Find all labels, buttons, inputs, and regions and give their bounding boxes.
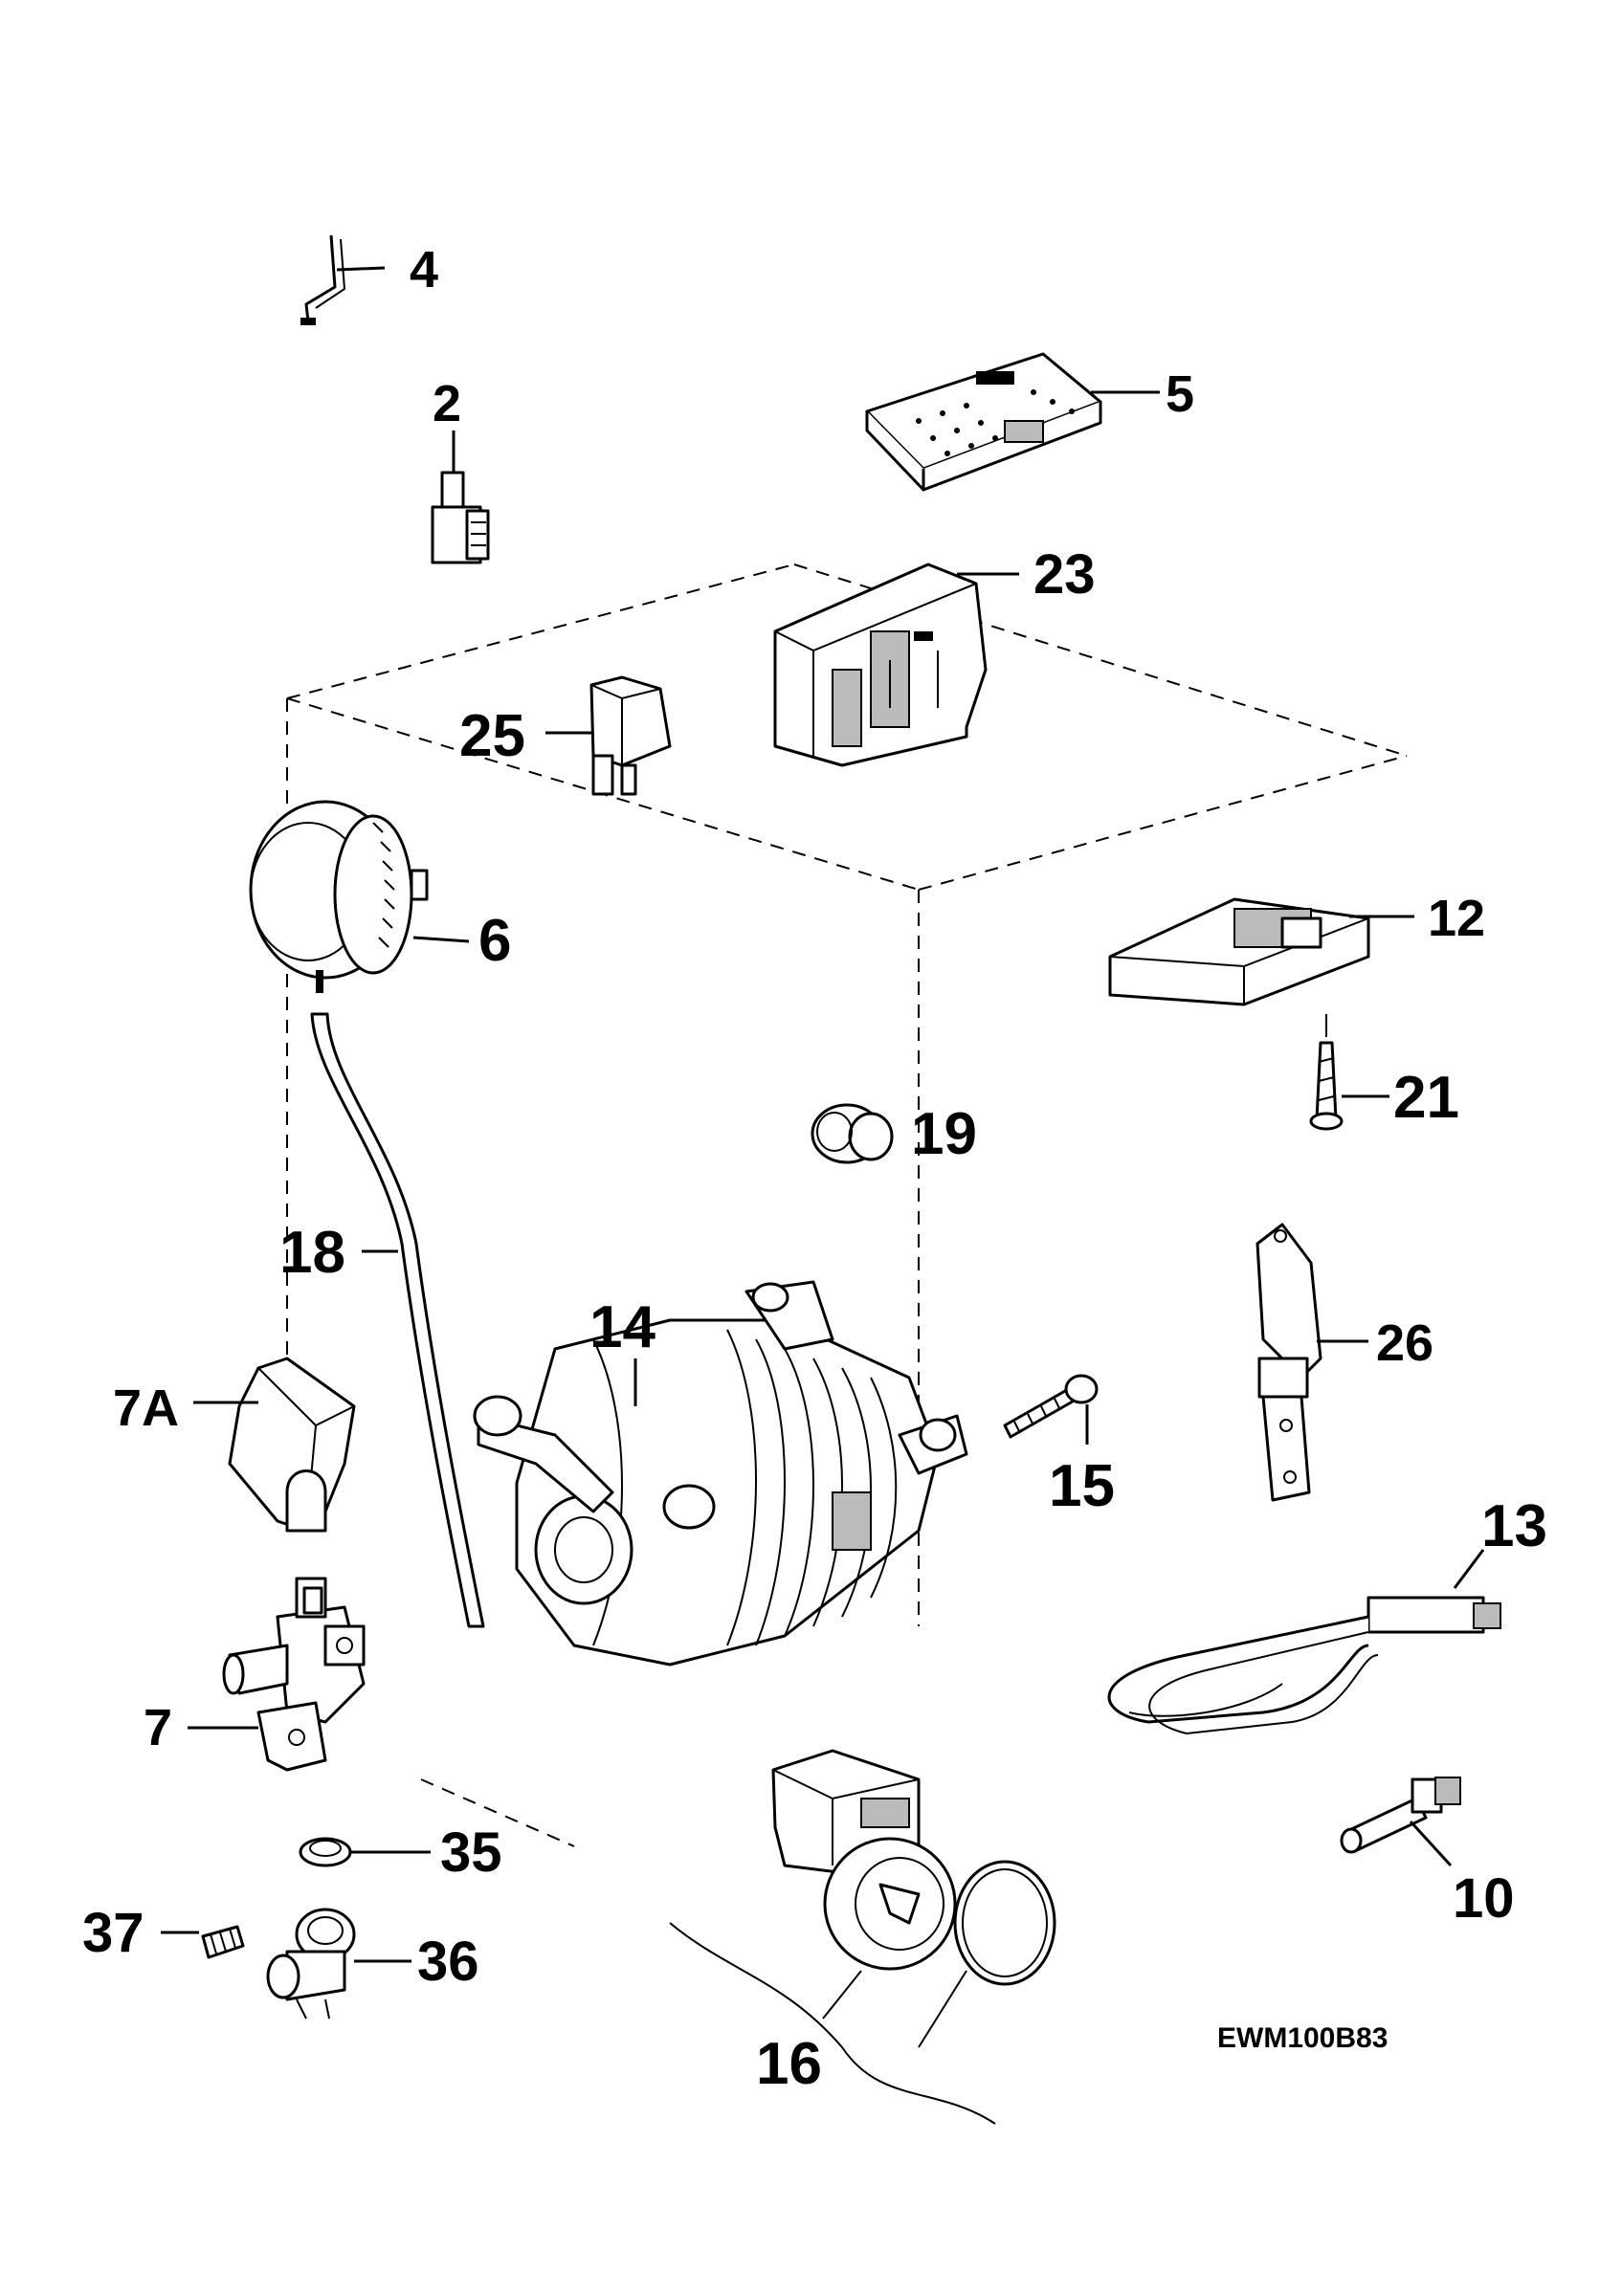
bung-part[interactable] <box>811 1103 894 1164</box>
part-label-4: 4 <box>410 241 438 298</box>
part-label-16: 16 <box>756 2031 822 2097</box>
door-lock-part[interactable] <box>1108 897 1414 1006</box>
drain-pump-part[interactable] <box>669 1749 1056 2125</box>
part-label-15: 15 <box>1049 1453 1115 1519</box>
part-label-7: 7 <box>144 1699 172 1756</box>
diagram-code: EWM100B83 <box>1217 2022 1388 2054</box>
heating-element-part[interactable] <box>1107 1549 1501 1735</box>
inlet-valve-part[interactable] <box>188 1577 366 1772</box>
part-label-14: 14 <box>589 1294 655 1360</box>
part-label-10: 10 <box>1453 1867 1515 1930</box>
cover-cap-part[interactable] <box>193 1357 356 1533</box>
relay-part[interactable] <box>545 675 672 796</box>
washer-ring-part[interactable] <box>299 1837 431 1867</box>
part-label-5: 5 <box>1166 365 1194 423</box>
module-cover-part[interactable] <box>865 352 1160 492</box>
motor-part[interactable] <box>473 1280 968 1667</box>
part-label-35: 35 <box>440 1821 502 1884</box>
part-label-19: 19 <box>911 1101 977 1167</box>
part-label-26: 26 <box>1376 1314 1433 1372</box>
part-label-7a: 7A <box>113 1380 179 1437</box>
part-label-25: 25 <box>459 703 525 769</box>
part-label-18: 18 <box>279 1220 345 1286</box>
filter-part[interactable] <box>161 1925 245 1959</box>
electronic-board-part[interactable] <box>773 563 1019 767</box>
hinge-bracket-part[interactable] <box>1255 1223 1368 1502</box>
part-labels: 4 2 5 23 25 6 12 21 19 18 14 26 7A 15 13… <box>82 241 1547 2097</box>
part-label-36: 36 <box>417 1931 479 1993</box>
wire-part[interactable] <box>300 234 386 325</box>
motor-screw-part[interactable] <box>1003 1374 1099 1445</box>
programmer-part[interactable] <box>249 800 470 993</box>
sensor-part[interactable] <box>1340 1777 1461 1867</box>
part-label-6: 6 <box>478 908 511 974</box>
part-label-21: 21 <box>1393 1065 1459 1131</box>
part-label-13: 13 <box>1481 1493 1547 1559</box>
switch-part[interactable] <box>431 430 490 564</box>
screw-part[interactable] <box>1309 1014 1389 1131</box>
part-label-2: 2 <box>433 375 461 432</box>
part-label-37: 37 <box>82 1902 144 1964</box>
hose-part[interactable] <box>310 1012 485 1628</box>
part-label-12: 12 <box>1428 890 1485 947</box>
valve-connector-part[interactable] <box>266 1908 411 2020</box>
part-label-23: 23 <box>1033 543 1096 606</box>
